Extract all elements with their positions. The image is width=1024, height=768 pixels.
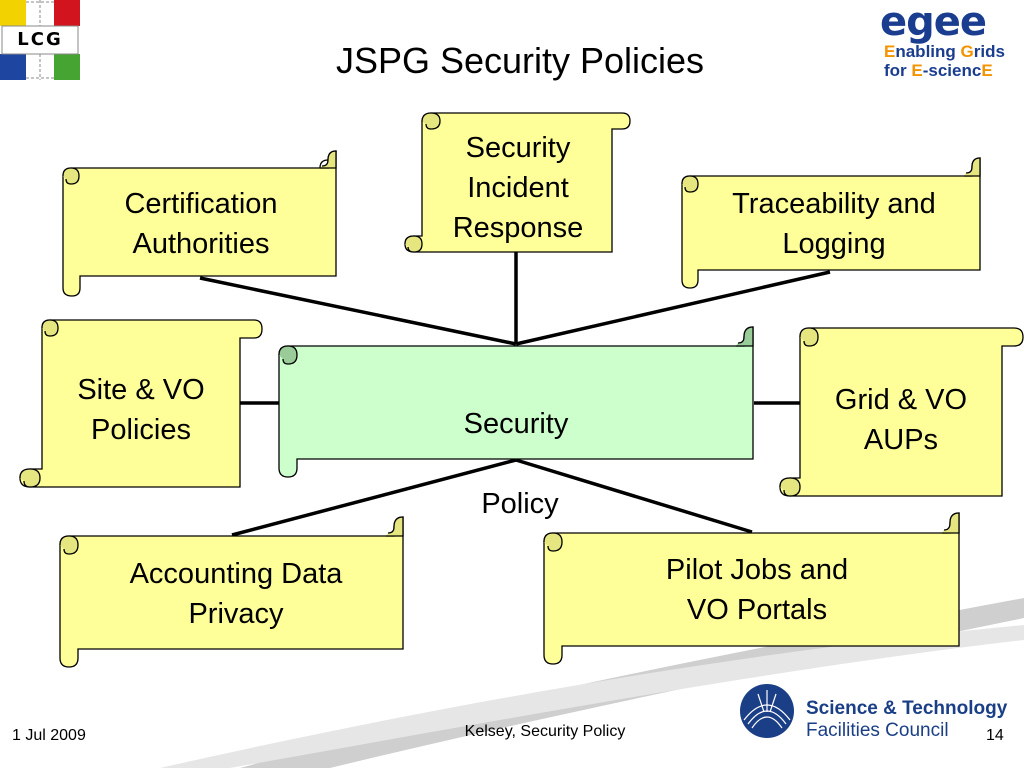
- node-site-vo-label: Site & VO Policies: [77, 374, 205, 446]
- node-traceability-label: Traceability and Logging: [732, 188, 936, 260]
- connector-certification: [199, 276, 517, 346]
- stfc-logo-icon: [740, 684, 794, 738]
- background-swoosh-light: [160, 625, 1024, 768]
- egee-tagline-line2: for E-sciencE: [876, 61, 1024, 80]
- node-certification-label: Certification Authorities: [124, 188, 278, 260]
- node-incident-label: Security Incident Response: [452, 132, 584, 244]
- slide-title: JSPG Security Policies: [335, 40, 705, 81]
- scroll-grid-vo: [779, 327, 1024, 497]
- center-policy-line1: Security: [463, 408, 569, 440]
- egee-tag-text: -scienc: [922, 61, 982, 80]
- node-pilot-label: Pilot Jobs and VO Portals: [665, 554, 849, 626]
- footer-author-topic: Kelsey, Security Policy: [464, 723, 626, 740]
- lcg-logo: [0, 0, 80, 80]
- egee-tag-text: for: [884, 61, 912, 80]
- egee-tag-letter: E: [884, 42, 896, 61]
- egee-tag-letter: G: [960, 42, 974, 61]
- stfc-line2: Facilities Council: [806, 720, 949, 741]
- lcg-logo-text: LCG: [17, 29, 63, 50]
- center-policy-label: Security Policy: [300, 364, 732, 564]
- node-accounting-label: Accounting Data Privacy: [129, 558, 343, 630]
- egee-tag-letter: E: [911, 61, 923, 80]
- connector-traceability: [515, 270, 831, 346]
- scroll-security-policy: [278, 326, 754, 478]
- egee-tag-text: nabling: [895, 42, 961, 61]
- egee-tagline-line1: Enabling Grids: [876, 42, 1024, 61]
- connector-accounting: [231, 458, 517, 537]
- egee-wordmark: egee: [880, 0, 987, 45]
- footer-date: 1 Jul 2009: [12, 727, 86, 744]
- center-policy-line2: Policy: [481, 488, 559, 520]
- egee-logo: egee Enabling Grids for E-sciencE: [876, 2, 1024, 84]
- scroll-accounting: [59, 516, 404, 668]
- scroll-pilot: [543, 512, 960, 665]
- egee-tag-text: rids: [973, 42, 1005, 61]
- scroll-traceability: [681, 157, 981, 289]
- node-grid-vo-label: Grid & VO AUPs: [834, 384, 968, 456]
- page-number: 14: [986, 727, 1004, 744]
- scroll-site-vo: [19, 319, 263, 488]
- stfc-logo-text: Science & Technology Facilities Council: [806, 698, 1007, 742]
- connector-pilot: [515, 458, 753, 534]
- scroll-incident: [404, 112, 631, 253]
- stfc-line1: Science & Technology: [806, 698, 1008, 719]
- scroll-certification: [62, 150, 337, 297]
- egee-tag-letter: E: [981, 61, 993, 80]
